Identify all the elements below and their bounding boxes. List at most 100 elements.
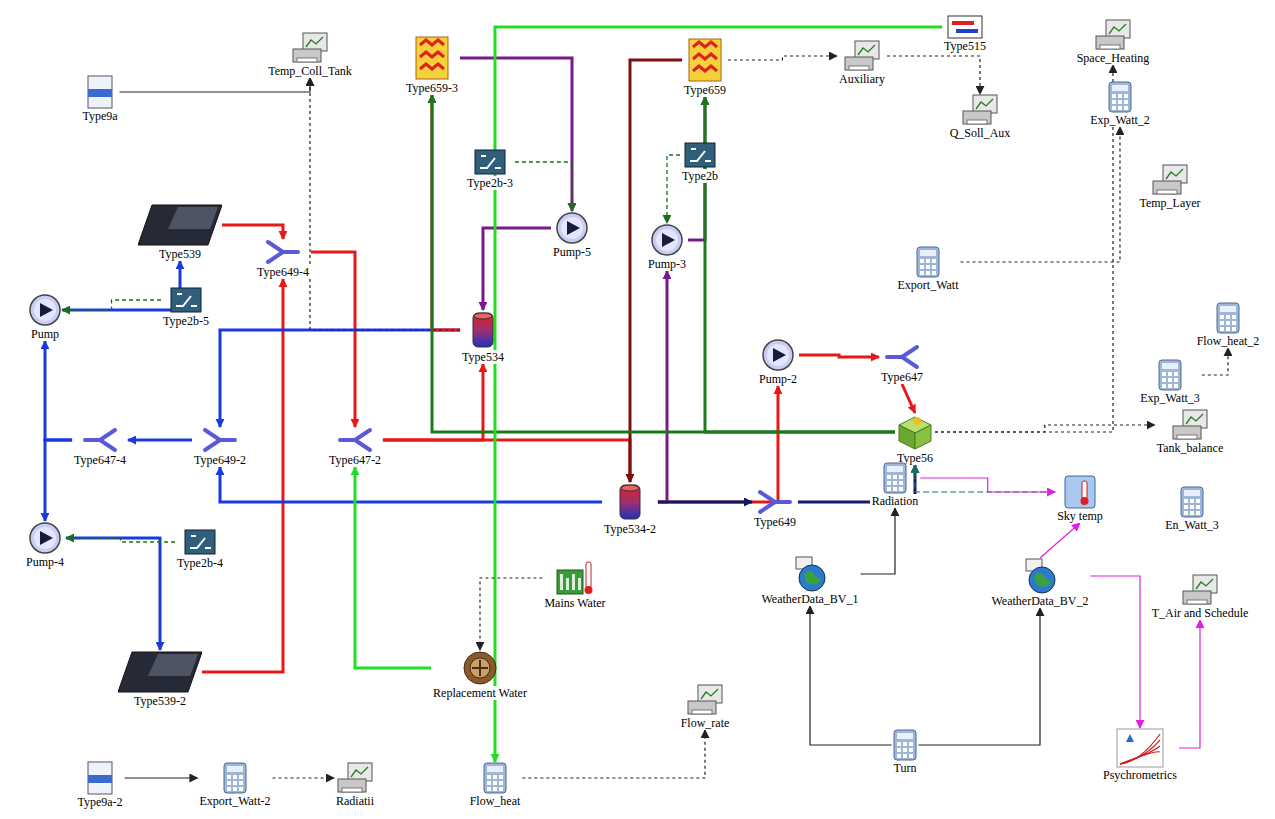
signal-connector <box>935 425 1155 432</box>
pump-icon <box>28 521 62 555</box>
plot-component: Q_Soll_Aux <box>948 94 1013 140</box>
icon-part <box>693 54 717 59</box>
component-label: Type659 <box>682 83 728 97</box>
pipe-connector <box>383 440 630 482</box>
plot-icon <box>1171 409 1209 441</box>
calc-icon <box>482 762 508 794</box>
signal-connector <box>918 608 1040 745</box>
icon-part <box>1220 315 1224 319</box>
calc-icon <box>1179 486 1205 518</box>
component-label: WeatherData_BV_2 <box>990 594 1091 608</box>
diverter-component: Type647 <box>879 344 925 384</box>
icon-part <box>1196 511 1200 515</box>
icon-part <box>1184 490 1200 496</box>
icon-part <box>1190 511 1194 515</box>
component-label: Type539 <box>157 247 203 261</box>
signal-connector <box>310 78 460 330</box>
icon-part <box>688 701 716 714</box>
icon-part <box>224 763 246 793</box>
plot-component: Radiatii <box>334 762 376 808</box>
icon-part <box>239 775 243 779</box>
mixer-component: Type649-4 <box>255 239 311 279</box>
icon-part <box>1220 327 1224 331</box>
component-label: Type649-4 <box>255 265 311 279</box>
component-label: Export_Watt-2 <box>197 794 272 808</box>
calc-icon <box>1107 81 1133 113</box>
icon-part <box>472 660 488 676</box>
pipe-connector <box>483 228 551 310</box>
pipe-connector <box>495 27 942 762</box>
icon-part <box>1124 100 1128 104</box>
signal-connector <box>66 538 175 542</box>
icon-part <box>767 344 789 366</box>
icon-part <box>804 571 822 585</box>
icon-part <box>148 654 198 676</box>
component-label: Type515 <box>942 39 988 53</box>
icon-part <box>656 229 678 251</box>
diverter-component: Type647-4 <box>72 427 128 467</box>
icon-part <box>474 313 492 319</box>
icon-part <box>1184 499 1188 503</box>
tank-component: Type534-2 <box>602 482 658 536</box>
pipe-connector <box>220 467 602 502</box>
pipe-connector <box>705 97 895 432</box>
icon-part <box>205 430 235 450</box>
icon-part <box>475 150 505 174</box>
icon-part <box>932 271 936 275</box>
icon-part <box>88 775 112 783</box>
signal-connector <box>1202 348 1228 375</box>
icon-part <box>909 748 913 752</box>
calc-component: Export_Watt <box>895 246 960 292</box>
icon-part <box>897 733 913 739</box>
pump-icon <box>761 338 795 372</box>
icon-part <box>903 748 907 752</box>
icon-part <box>268 242 298 262</box>
plot-icon <box>336 762 374 794</box>
icon-part <box>584 586 592 594</box>
signal-connector <box>125 777 198 778</box>
pipe-connector <box>222 225 283 239</box>
icon-part <box>899 425 915 449</box>
skytemp-component: Sky temp <box>1055 475 1105 523</box>
plot-icon <box>843 40 881 72</box>
icon-part <box>845 57 873 70</box>
plot-component: Temp_Layer <box>1137 164 1202 210</box>
icon-part <box>420 64 444 69</box>
icon-part <box>566 578 569 590</box>
icon-part <box>1112 100 1116 104</box>
icon-part <box>34 299 56 321</box>
icon-part <box>926 265 930 269</box>
icon-part <box>1159 360 1181 390</box>
icon-part <box>1174 378 1178 382</box>
signal-connector <box>522 730 705 778</box>
pump-icon <box>28 293 62 327</box>
icon-part <box>899 487 903 491</box>
icon-part <box>1117 729 1163 767</box>
icon-part <box>1173 426 1201 439</box>
plot-icon <box>686 684 724 716</box>
icon-part <box>30 295 60 325</box>
icon-part <box>1183 410 1207 428</box>
icon-part <box>88 762 112 794</box>
heater-icon <box>685 37 725 83</box>
plot-component: Temp_Coll_Tank <box>266 32 354 78</box>
icon-part <box>1124 94 1128 98</box>
pipe-connector <box>202 279 283 672</box>
icon-part <box>920 250 936 256</box>
icon-part <box>561 217 583 239</box>
icon-part <box>239 787 243 791</box>
plot-icon <box>1094 19 1132 51</box>
icon-part <box>572 574 575 590</box>
icon-part <box>1157 190 1177 194</box>
icon-part <box>342 788 362 792</box>
icon-part <box>913 417 921 425</box>
icon-part <box>348 763 372 781</box>
ctrl-icon <box>473 148 507 176</box>
icon-part <box>920 271 924 275</box>
icon-part <box>701 689 718 699</box>
icon-part <box>1226 321 1230 325</box>
icon-part <box>893 481 897 485</box>
signal-connector <box>920 478 1055 492</box>
plot-icon <box>1181 574 1219 606</box>
